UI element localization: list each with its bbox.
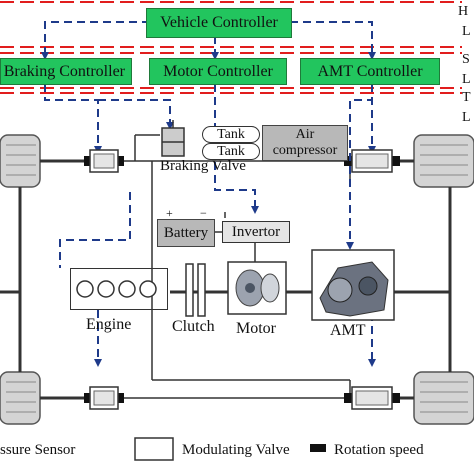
- layer-separators: [0, 1, 462, 94]
- side-label-s: S: [462, 52, 470, 67]
- motor-controller: Motor Controller: [149, 58, 287, 85]
- amt-image: [311, 249, 395, 321]
- tank-bottom: Tank: [202, 143, 260, 160]
- battery-label: Battery: [163, 224, 209, 241]
- engine-label: Engine: [86, 316, 132, 333]
- clutch-label: Clutch: [172, 318, 215, 335]
- amt-controller-label: AMT Controller: [317, 62, 423, 80]
- braking-valve-label: Braking Valve: [160, 158, 246, 174]
- engine-block: [70, 268, 168, 310]
- legend-rotation-speed: Rotation speed: [334, 442, 424, 458]
- motor-image: [227, 261, 287, 315]
- vehicle-controller-label: Vehicle Controller: [160, 14, 278, 31]
- braking-valve-symbol: [161, 120, 185, 157]
- braking-controller-label: Braking Controller: [3, 62, 125, 80]
- clutch-plates: [185, 263, 206, 317]
- invertor: Invertor: [222, 221, 290, 243]
- tank-bottom-label: Tank: [217, 143, 245, 159]
- legend-modulating-valve: Modulating Valve: [182, 442, 290, 458]
- motor-controller-label: Motor Controller: [163, 62, 273, 80]
- side-label-l1: L: [462, 24, 471, 39]
- control-signal-lines: [41, 21, 376, 367]
- side-label-h: H: [458, 4, 469, 19]
- side-label-l3: L: [462, 110, 471, 125]
- tank-top: Tank: [202, 126, 260, 143]
- amt-label: AMT: [330, 322, 366, 339]
- legend-pressure-sensor: ssure Sensor: [0, 442, 76, 458]
- side-label-l2: L: [462, 72, 471, 87]
- legend-symbols: [310, 444, 326, 452]
- air-compressor: Air compressor: [262, 125, 348, 161]
- vehicle-controller: Vehicle Controller: [146, 8, 292, 38]
- battery-minus: −: [200, 206, 207, 220]
- side-label-t: T: [462, 90, 471, 105]
- tank-top-label: Tank: [217, 126, 245, 142]
- amt-controller: AMT Controller: [300, 58, 440, 85]
- mechanical-axles: [0, 159, 452, 400]
- invertor-label: Invertor: [231, 223, 281, 240]
- engine-cylinders: [76, 280, 157, 298]
- battery-plus: +: [166, 206, 173, 220]
- rotation-speed-sensors: [84, 156, 400, 403]
- motor-label: Motor: [236, 320, 276, 337]
- air-compressor-label: Air compressor: [272, 127, 338, 158]
- braking-controller: Braking Controller: [0, 58, 132, 85]
- battery: Battery: [157, 219, 215, 247]
